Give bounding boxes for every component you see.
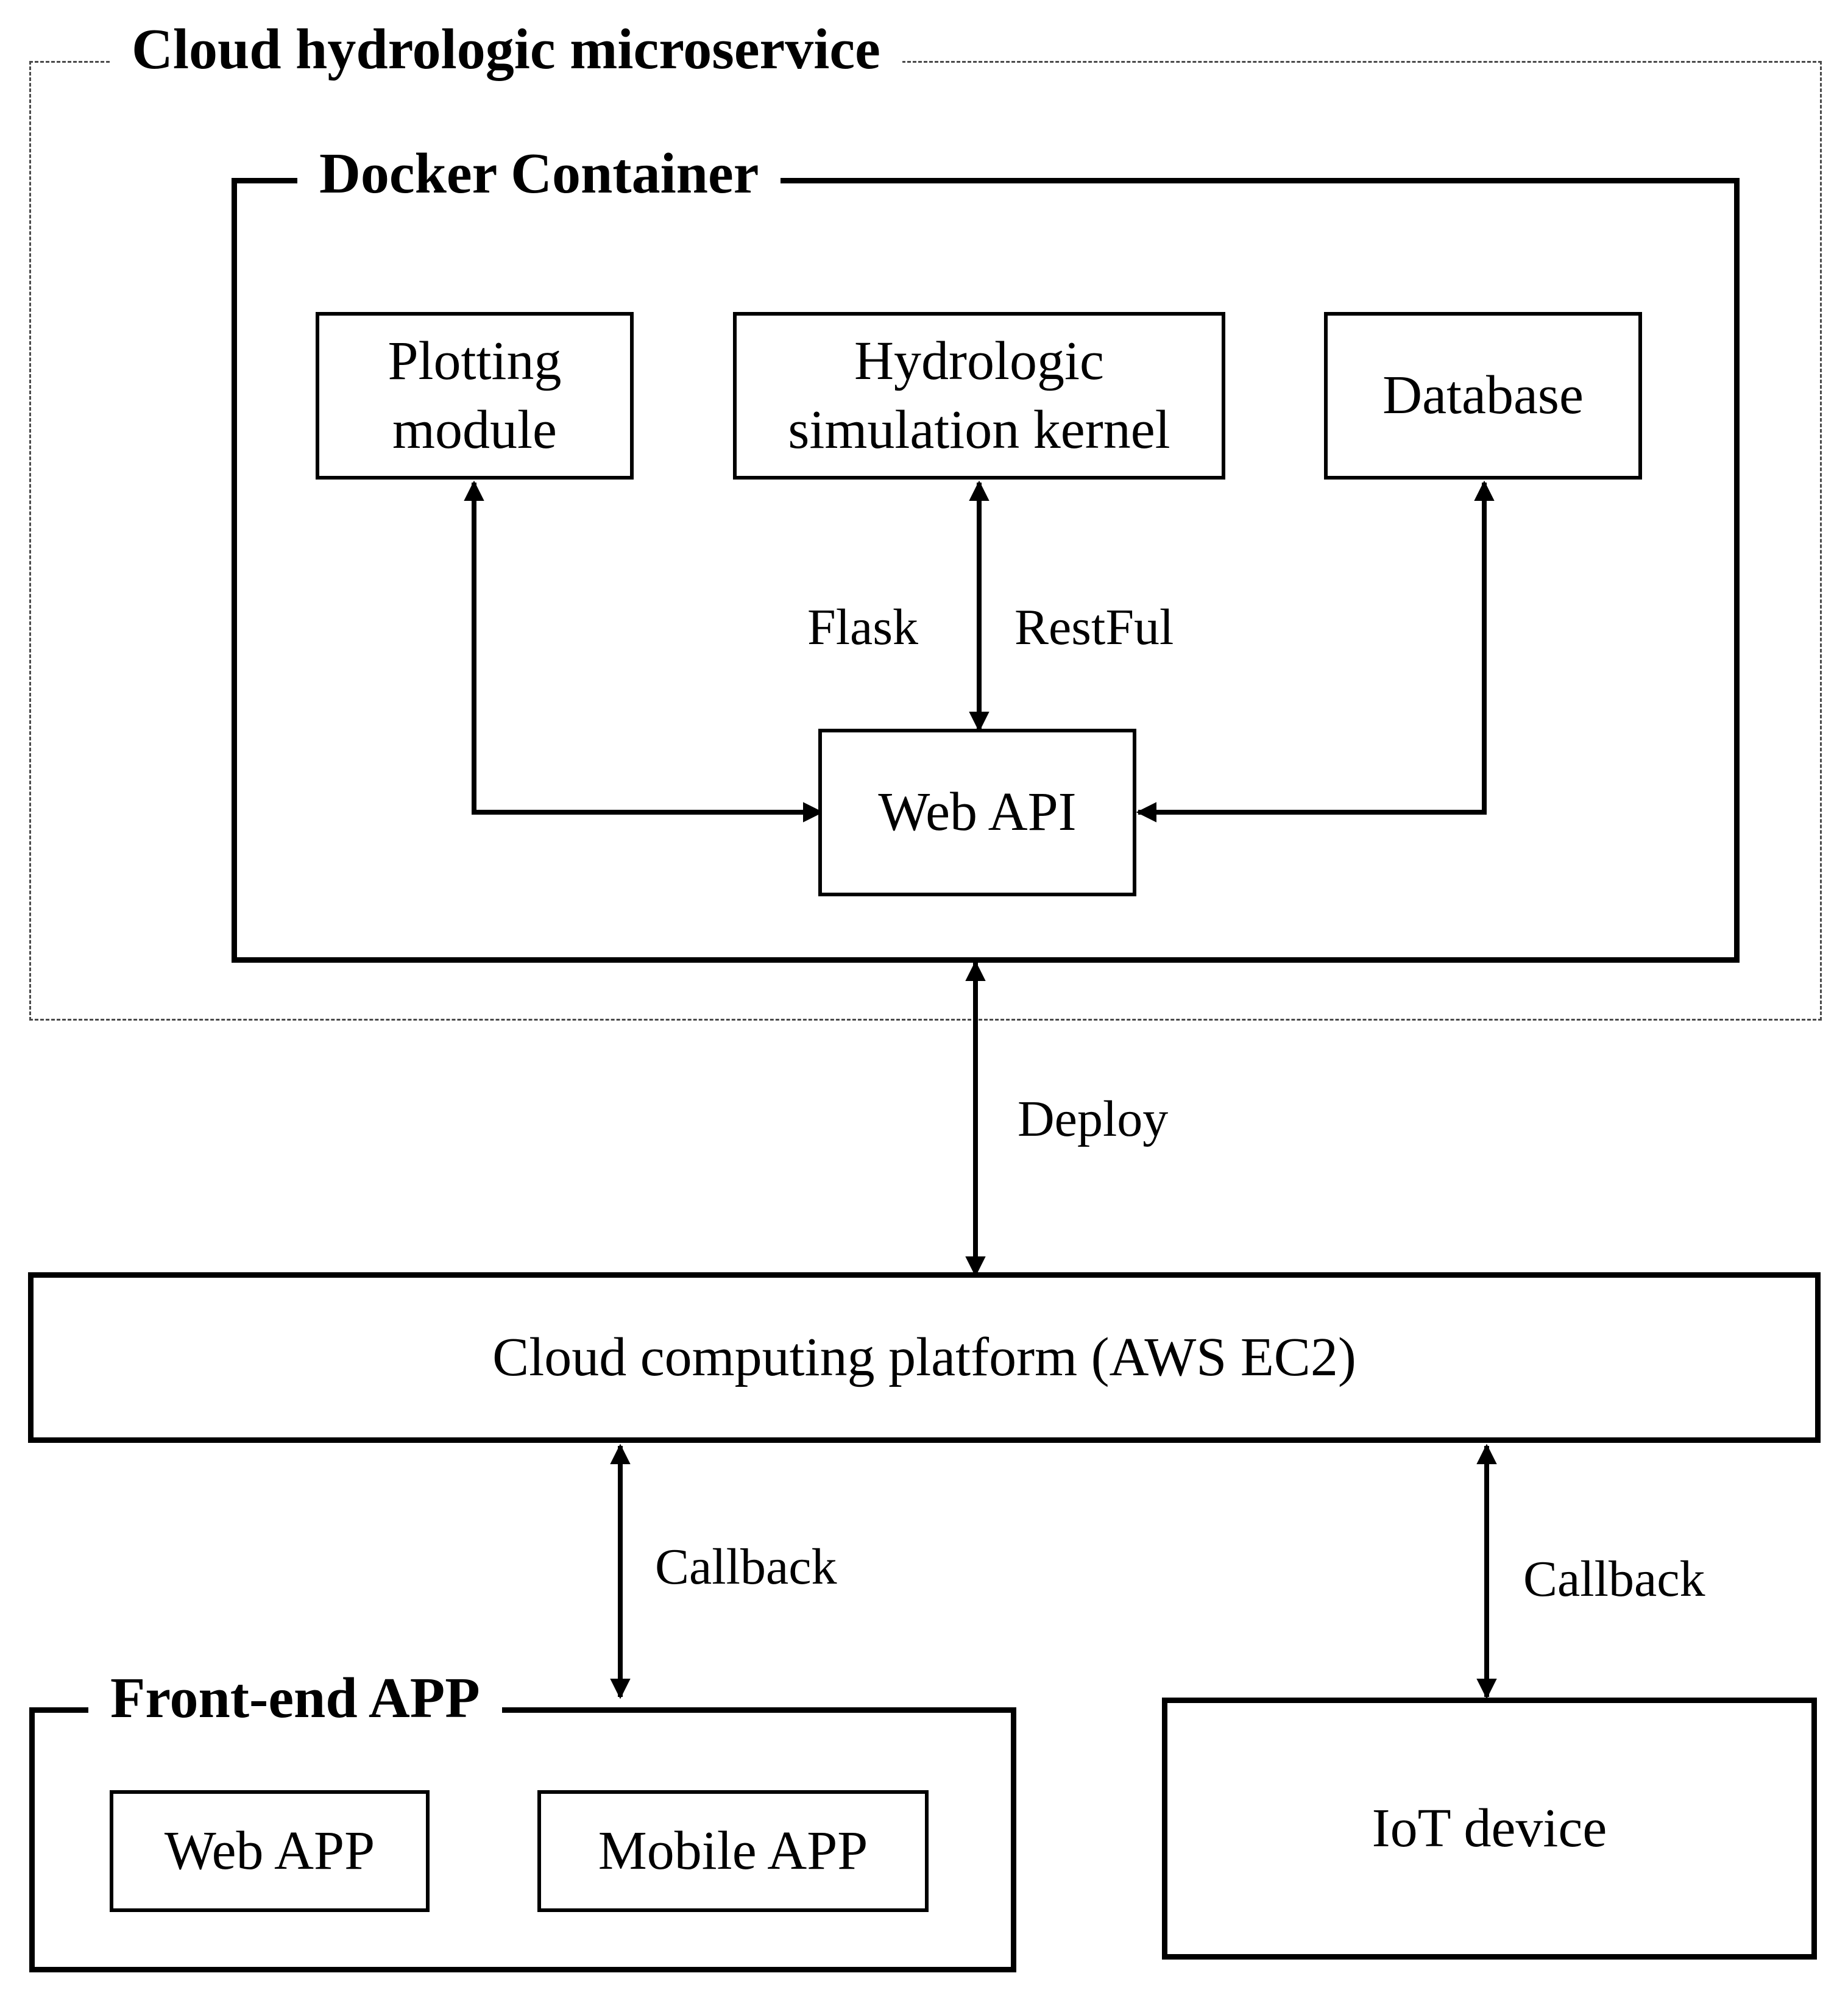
web-app-node: Web APP	[110, 1790, 430, 1912]
restful-label: RestFul	[1014, 599, 1174, 656]
callback-frontend-label: Callback	[655, 1539, 837, 1595]
web-api-node: Web API	[818, 729, 1136, 896]
cloud-platform-node: Cloud computing platform (AWS EC2)	[28, 1272, 1821, 1443]
microservice-group-outline	[29, 61, 1822, 1021]
microservice-group-title: Cloud hydrologic microservice	[110, 21, 902, 78]
docker-container-title: Docker Container	[297, 145, 781, 202]
iot-device-node: IoT device	[1162, 1698, 1817, 1960]
database-node: Database	[1324, 312, 1642, 480]
deploy-label: Deploy	[1018, 1091, 1169, 1147]
callback-iot-label: Callback	[1523, 1551, 1705, 1607]
mobile-app-node: Mobile APP	[537, 1790, 929, 1912]
frontend-app-group-outline	[29, 1707, 1016, 1972]
simulation-kernel-node: Hydrologic simulation kernel	[733, 312, 1225, 480]
flask-label: Flask	[807, 599, 919, 656]
plotting-webapi-connector	[464, 480, 824, 823]
plotting-module-node: Plotting module	[316, 312, 634, 480]
database-webapi-connector	[1136, 480, 1495, 823]
docker-container-group-outline	[232, 178, 1740, 963]
frontend-app-group-title: Front-end APP	[88, 1670, 502, 1727]
